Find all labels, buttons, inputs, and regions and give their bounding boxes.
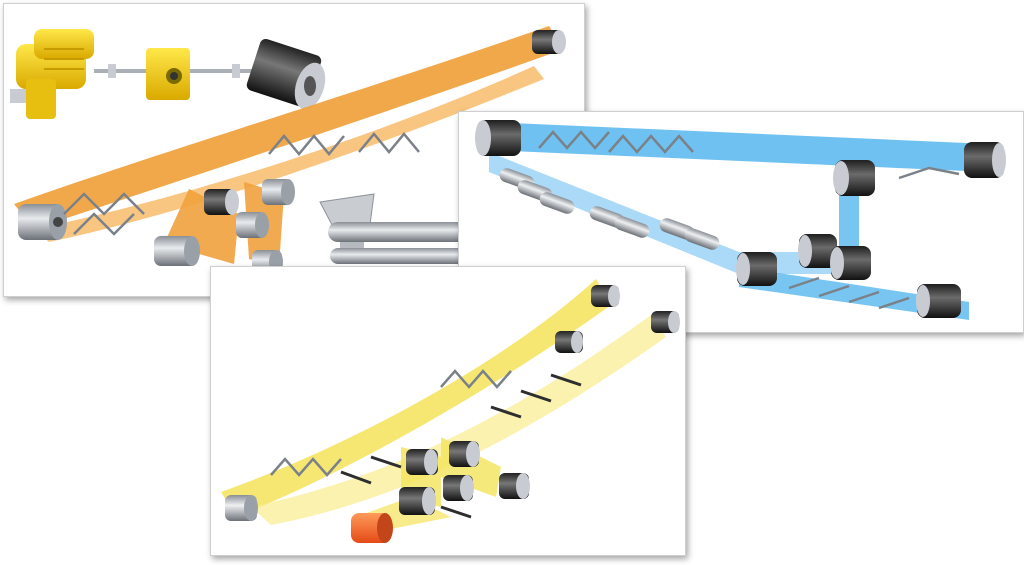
shaft-coupling-icon: [94, 64, 254, 78]
top-belt: [489, 122, 989, 172]
roller-icon: [18, 204, 67, 240]
roller-icon: [555, 331, 583, 353]
roller-icon: [449, 441, 480, 467]
drive-pulley-icon: [246, 38, 326, 110]
roller-icon: [406, 449, 438, 475]
return-belt: [251, 315, 666, 525]
roller-icon: [443, 475, 474, 501]
roller-icon: [591, 285, 620, 307]
roller-icon: [204, 189, 239, 215]
gearbox-icon: [146, 48, 190, 100]
gear-motor-icon: [10, 29, 94, 119]
main-belt: [14, 26, 564, 229]
blue-conveyor-panel: [458, 111, 1024, 333]
roller-icon: [475, 120, 521, 156]
return-idler-group: [340, 373, 582, 519]
roller-icon: [916, 284, 961, 318]
roller-icon: [830, 246, 871, 280]
main-belt: [221, 279, 611, 517]
roller-icon: [236, 212, 269, 238]
idler-frame-icon: [63, 132, 420, 236]
idler-frame-icon: [270, 369, 512, 477]
roller-icon: [262, 179, 295, 205]
yellow-conveyor-panel: [210, 266, 686, 556]
roller-icon: [964, 142, 1006, 178]
idler-frame-icon: [538, 130, 960, 310]
roller-icon: [399, 487, 436, 515]
roller-icon: [798, 234, 837, 268]
idler-roller-group: [499, 168, 720, 250]
roller-icon: [833, 160, 875, 196]
roller-icon: [736, 252, 777, 286]
roller-icon: [651, 311, 680, 333]
roller-icon: [499, 473, 530, 499]
roller-icon: [532, 30, 566, 54]
roller-icon: [225, 495, 258, 521]
red-pulley-icon: [351, 513, 393, 543]
roller-icon: [154, 236, 200, 266]
